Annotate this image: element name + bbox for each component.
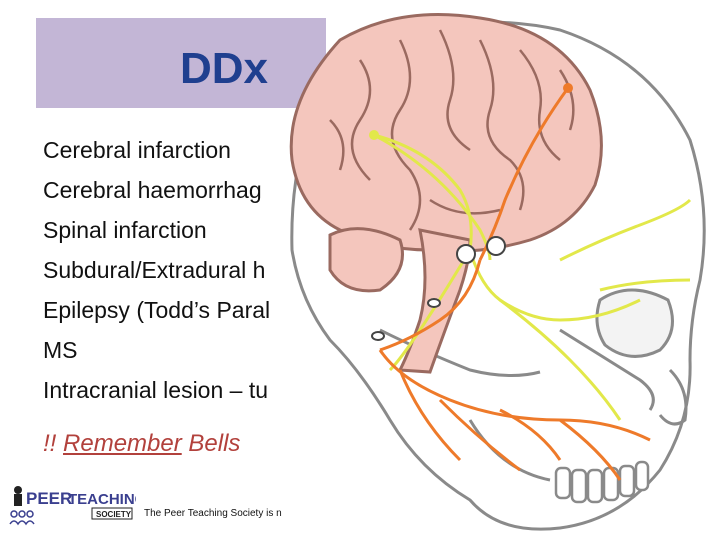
ddx-item-ms: MS [43, 337, 78, 363]
teeth [554, 460, 650, 504]
remember-suffix: Bells [181, 430, 241, 457]
logo-peer-text: PEER [26, 489, 72, 508]
logo-teaching-text: TEACHING [68, 491, 136, 508]
ganglion-markers [371, 298, 441, 341]
ddx-item-intracranial-lesion: Intracranial lesion – tu [43, 377, 269, 403]
nasal-cavity [658, 368, 688, 426]
logo-society-text: SOCIETY [96, 510, 132, 519]
ddx-list: Cerebral infarction Cerebral haemorrhag … [43, 130, 270, 410]
zygoma [559, 328, 655, 411]
remember-emphasis: Remember [63, 430, 182, 457]
peer-teaching-society-logo-icon: PEER TEACHING SOCIETY [8, 484, 136, 526]
ddx-item-subdural-extradural: Subdural/Extradural h [43, 257, 266, 283]
cerebellum [328, 227, 404, 293]
footer-text: The Peer Teaching Society is n [144, 508, 282, 519]
remember-bells-note: !! Remember Bells [43, 430, 240, 458]
ddx-item-cerebral-haemorrhage: Cerebral haemorrhag [43, 177, 262, 203]
title-band [36, 18, 326, 108]
remember-prefix: !! [43, 430, 64, 457]
nerve-nuclei [456, 236, 506, 264]
brain [289, 13, 603, 253]
ddx-item-cerebral-infarction: Cerebral infarction [43, 137, 231, 163]
ddx-item-spinal-infarction: Spinal infarction [43, 217, 207, 243]
orbit [595, 288, 674, 358]
ddx-item-epilepsy: Epilepsy (Todd’s Paral [43, 297, 271, 323]
slide-title: DDx [180, 44, 269, 93]
